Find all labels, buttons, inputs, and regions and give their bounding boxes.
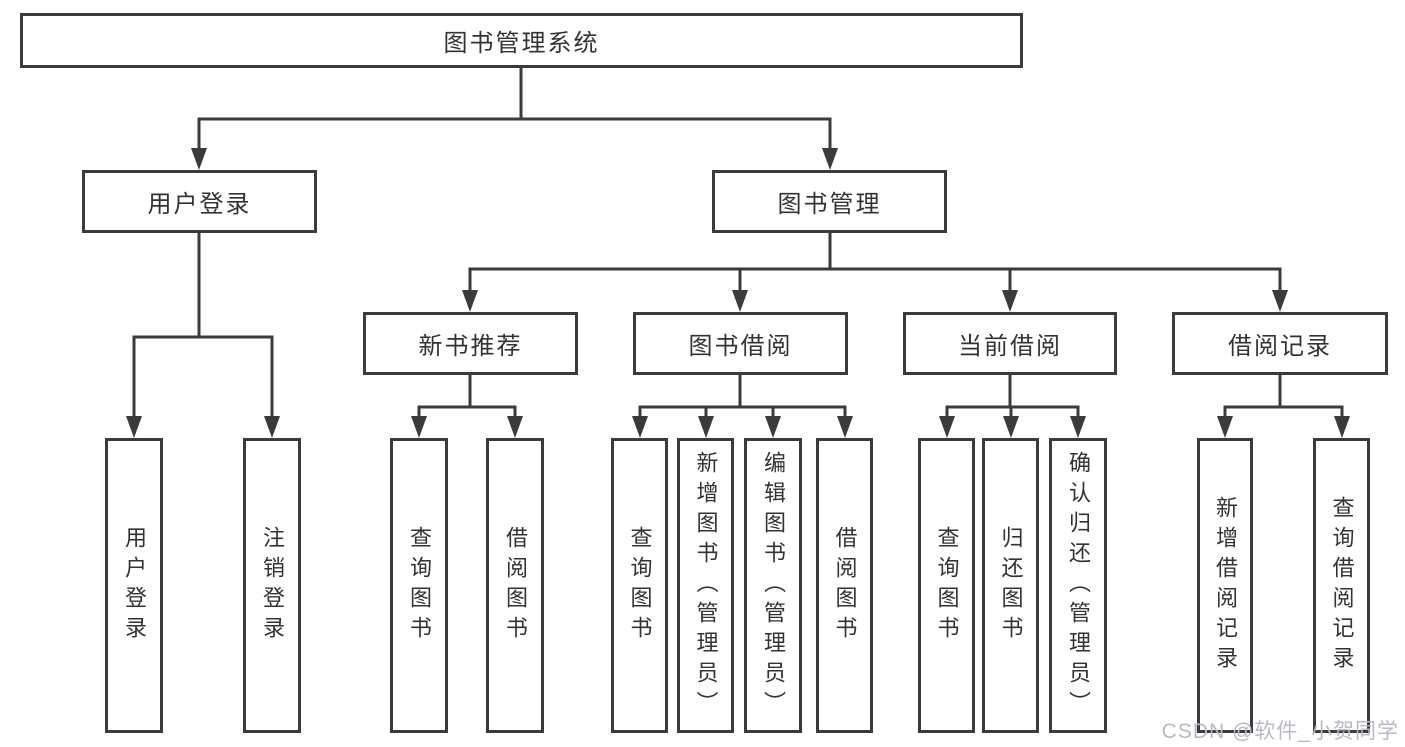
leaf-logout-label: 注销登录 xyxy=(260,525,285,646)
leaf-current-return-books-label: 归还图书 xyxy=(998,525,1024,646)
connector-records-to-leaves xyxy=(1217,375,1350,438)
leaf-logout: 注销登录 xyxy=(243,438,301,733)
leaf-borrowing-add-book-admin: 新增图书（管理员） xyxy=(677,438,734,733)
node-root: 图书管理系统 xyxy=(20,13,1023,68)
leaf-borrowing-edit-book-admin-label: 编辑图书（管理员） xyxy=(761,450,786,721)
leaf-records-query-borrow-record-label: 查询借阅记录 xyxy=(1329,495,1355,676)
leaf-borrowing-edit-book-admin: 编辑图书（管理员） xyxy=(744,438,802,733)
connector-bookmgmt-to-level3 xyxy=(462,233,1288,312)
connector-userlogin-to-leaves xyxy=(126,233,280,438)
node-book-management-label: 图书管理 xyxy=(777,191,882,218)
leaf-borrowing-add-book-admin-label: 新增图书（管理员） xyxy=(693,450,719,721)
leaf-current-query-books-label: 查询图书 xyxy=(934,525,960,646)
leaf-current-confirm-return-admin: 确认归还（管理员） xyxy=(1049,438,1107,733)
node-current-borrowing: 当前借阅 xyxy=(903,312,1117,375)
leaf-records-add-borrow-record-label: 新增借阅记录 xyxy=(1213,495,1238,676)
leaf-user-login: 用户登录 xyxy=(105,438,163,733)
node-borrowing-records-label: 借阅记录 xyxy=(1228,333,1332,360)
leaf-borrowing-borrow-books-label: 借阅图书 xyxy=(832,525,858,646)
leaf-user-login-label: 用户登录 xyxy=(122,525,147,646)
leaf-newbook-borrow-books: 借阅图书 xyxy=(486,438,544,733)
node-user-login-label: 用户登录 xyxy=(147,191,252,218)
node-book-borrowing: 图书借阅 xyxy=(633,312,848,375)
node-book-borrowing-label: 图书借阅 xyxy=(688,333,793,360)
leaf-newbook-query-books: 查询图书 xyxy=(390,438,448,733)
csdn-watermark: CSDN @软件_小贺同学 xyxy=(1161,720,1399,743)
leaf-current-query-books: 查询图书 xyxy=(918,438,975,733)
leaf-current-return-books: 归还图书 xyxy=(982,438,1039,733)
node-new-book-recommend: 新书推荐 xyxy=(363,312,578,375)
leaf-records-query-borrow-record: 查询借阅记录 xyxy=(1313,438,1370,733)
node-user-login: 用户登录 xyxy=(82,170,317,233)
node-current-borrowing-label: 当前借阅 xyxy=(958,333,1062,360)
connector-borrowing-to-leaves xyxy=(632,375,853,438)
leaf-borrowing-borrow-books: 借阅图书 xyxy=(816,438,873,733)
connector-root-to-level2 xyxy=(191,68,838,170)
node-new-book-recommend-label: 新书推荐 xyxy=(418,333,523,360)
leaf-current-confirm-return-admin-label: 确认归还（管理员） xyxy=(1066,450,1091,721)
leaf-newbook-borrow-books-label: 借阅图书 xyxy=(503,525,528,646)
node-root-label: 图书管理系统 xyxy=(443,30,600,57)
node-book-management: 图书管理 xyxy=(712,170,947,233)
connector-newbook-to-leaves xyxy=(411,375,523,438)
node-borrowing-records: 借阅记录 xyxy=(1172,312,1388,375)
leaf-borrowing-query-books-label: 查询图书 xyxy=(627,525,653,646)
leaf-records-add-borrow-record: 新增借阅记录 xyxy=(1197,438,1253,733)
connector-current-to-leaves xyxy=(939,375,1086,438)
leaf-borrowing-query-books: 查询图书 xyxy=(611,438,668,733)
leaf-newbook-query-books-label: 查询图书 xyxy=(407,525,432,646)
